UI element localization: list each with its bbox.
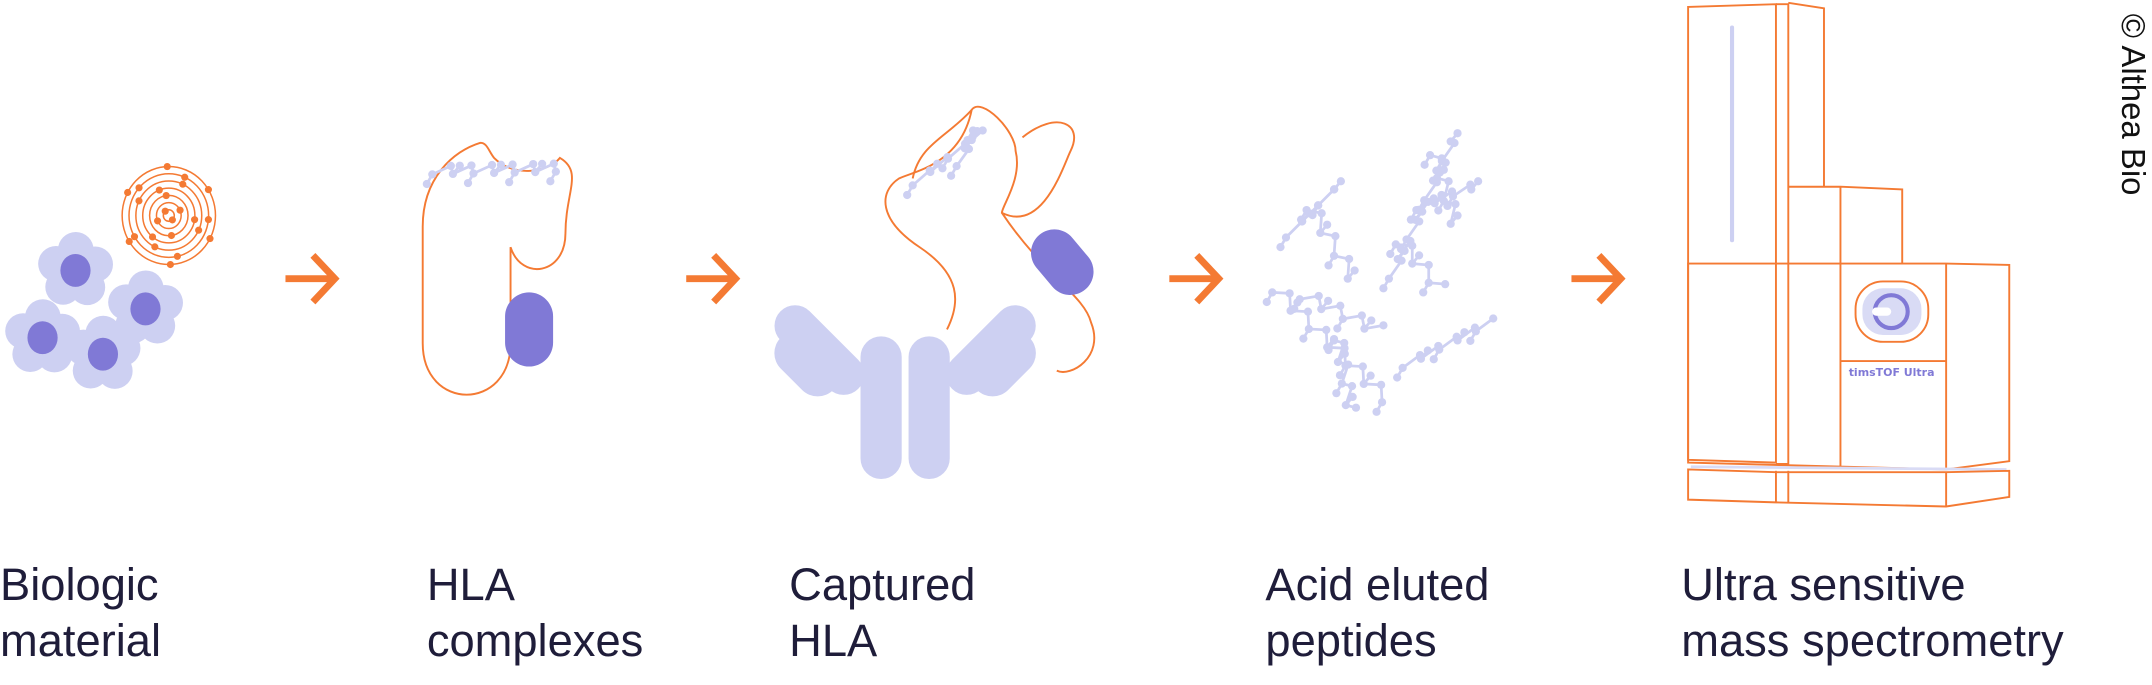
svg-text:mass spectrometry: mass spectrometry	[1681, 615, 2064, 666]
cell-icon	[108, 270, 183, 344]
cell-icon	[65, 315, 141, 389]
peptide-chain	[1386, 240, 1450, 297]
antibody-captured-hla-icon	[774, 105, 1096, 480]
peptide-chain	[1290, 291, 1388, 333]
arrow-icon	[285, 252, 340, 305]
copyright-text: © Althea Bio	[2115, 14, 2152, 196]
step-label-biologic-material: Biologic material	[0, 559, 161, 666]
peptide-chain	[1420, 151, 1462, 228]
svg-text:HLA: HLA	[789, 615, 878, 666]
peptide-chain	[1406, 177, 1483, 224]
step-label-captured-hla: Captured HLA	[789, 559, 975, 666]
peptides-icon	[1262, 129, 1498, 416]
peptide-chain	[422, 159, 560, 189]
arrow-icon	[1571, 252, 1626, 305]
hla-complex-icon	[421, 141, 573, 396]
step-label-mass-spectrometry: Ultra sensitive mass spectrometry	[1681, 559, 2064, 666]
svg-text:complexes: complexes	[427, 615, 643, 666]
spiral-icon	[121, 163, 217, 269]
peptide-chain	[1296, 205, 1359, 283]
peptide-chain	[1393, 314, 1498, 382]
svg-text:Ultra sensitive: Ultra sensitive	[1681, 559, 1965, 610]
svg-text:Acid eluted: Acid eluted	[1265, 559, 1489, 610]
arrow-icon	[1169, 252, 1224, 305]
cells-icon	[5, 232, 183, 389]
cell-icon	[38, 232, 113, 306]
svg-text:material: material	[0, 615, 161, 666]
mass-spectrometer-icon: timsTOF Ultra	[1687, 1, 2011, 508]
svg-text:peptides: peptides	[1265, 615, 1436, 666]
svg-text:Biologic: Biologic	[0, 559, 159, 610]
cell-icon	[5, 299, 81, 373]
peptide-chain	[946, 126, 982, 180]
peptide-chain	[1324, 336, 1361, 412]
step-label-hla-complexes: HLA complexes	[427, 559, 643, 666]
step-label-acid-eluted-peptides: Acid eluted peptides	[1265, 559, 1489, 666]
instrument-brand-label: timsTOF Ultra	[1849, 366, 1935, 379]
peptide-chain	[1379, 129, 1462, 293]
svg-text:Captured: Captured	[789, 559, 975, 610]
svg-text:HLA: HLA	[427, 559, 516, 610]
arrow-icon	[686, 252, 741, 305]
